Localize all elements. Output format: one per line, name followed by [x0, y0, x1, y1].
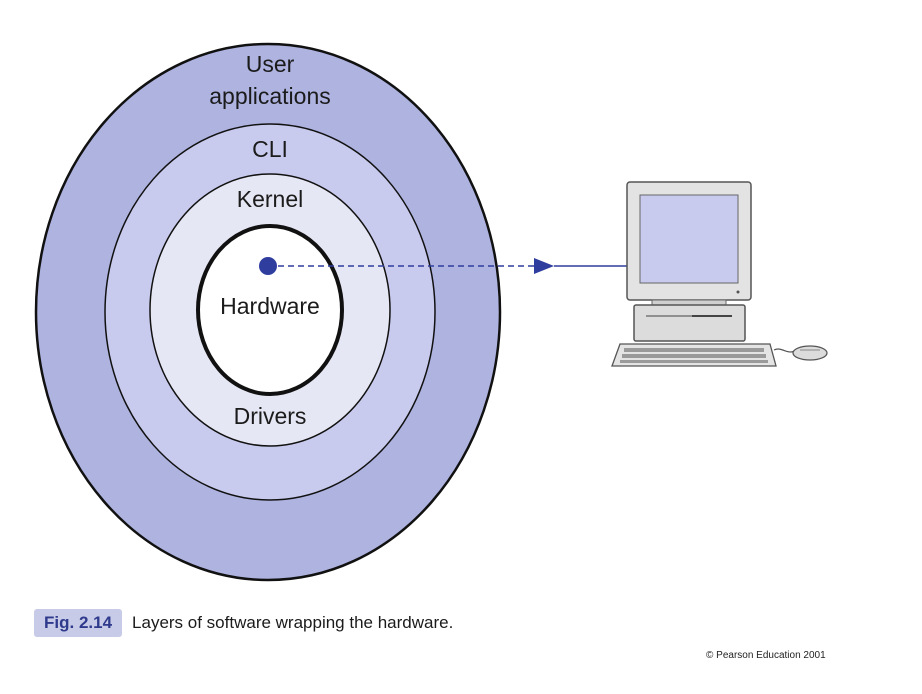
copyright-notice: © Pearson Education 2001: [706, 650, 826, 661]
figure-caption: Fig. 2.14 Layers of software wrapping th…: [34, 608, 453, 638]
hardware-label: Hardware: [220, 293, 320, 319]
drivers-label: Drivers: [234, 403, 307, 429]
figure-number-badge: Fig. 2.14: [34, 609, 123, 637]
keyboard-icon: [611, 343, 777, 367]
kernel-label: Kernel: [237, 186, 303, 212]
figure-caption-text: Layers of software wrapping the hardware…: [132, 613, 454, 632]
hardware-dot: [259, 257, 277, 275]
mouse-icon: [773, 345, 828, 361]
arrow-head-icon: [534, 258, 554, 274]
computer-icon: [626, 181, 752, 342]
user-applications-label-line2: applications: [209, 83, 330, 109]
hardware-core: [196, 224, 344, 396]
user-applications-label-line1: User: [246, 51, 295, 77]
cli-label: CLI: [252, 136, 288, 162]
